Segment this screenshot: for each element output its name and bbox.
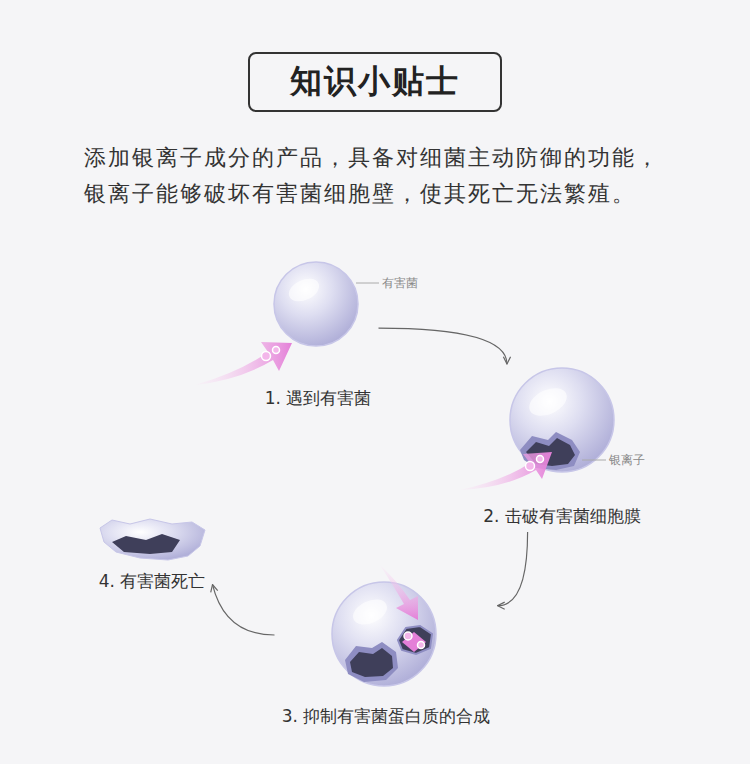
ion-dot [418, 642, 425, 649]
ion-dot [273, 347, 280, 354]
step-caption: 1. 遇到有害菌 [258, 387, 379, 410]
silver-ion-arrow [195, 342, 292, 385]
step-caption: 4. 有害菌死亡 [92, 570, 213, 593]
silver-ion-arrow [460, 452, 552, 490]
damage-patch [345, 642, 398, 682]
step-node: 4. 有害菌死亡 [92, 514, 213, 597]
callout-label: 有害菌 [382, 275, 418, 292]
flow-arrow [379, 328, 507, 364]
flow-arrow [213, 585, 275, 635]
bacterium [274, 262, 358, 346]
dead-bacterium [100, 519, 205, 560]
flow-arrow [498, 532, 528, 606]
silver-ion-arrow [380, 565, 418, 620]
step-caption: 3. 抑制有害菌蛋白质的合成 [275, 705, 498, 728]
step-node: 3. 抑制有害菌蛋白质的合成 [275, 578, 498, 732]
step-node: 2. 击破有害菌细胞膜 [476, 364, 648, 532]
step-caption: 2. 击破有害菌细胞膜 [476, 505, 648, 528]
highlight [349, 594, 391, 629]
leader-line [582, 460, 606, 461]
highlight [525, 383, 571, 422]
title-text: 知识小贴士 [290, 60, 460, 104]
broken-membrane [520, 432, 580, 470]
ion-dot [262, 352, 271, 361]
ion-dot [537, 456, 544, 463]
title-box: 知识小贴士 [248, 52, 502, 112]
callout-label: 银离子 [609, 452, 645, 469]
damage-patch [350, 648, 393, 677]
dead-bacterium [112, 534, 180, 554]
highlight [285, 274, 322, 306]
leader-line [356, 283, 379, 284]
ion-dot [526, 462, 535, 471]
step-node: 1. 遇到有害菌 [258, 258, 379, 414]
description-text: 添加银离子成分的产品，具备对细菌主动防御的功能，银离子能够破坏有害菌细胞壁，使其… [84, 140, 674, 212]
silver-ion-cluster [402, 632, 426, 652]
bacterium [332, 582, 436, 686]
ion-dot [404, 632, 412, 640]
damage-patch [398, 626, 432, 654]
